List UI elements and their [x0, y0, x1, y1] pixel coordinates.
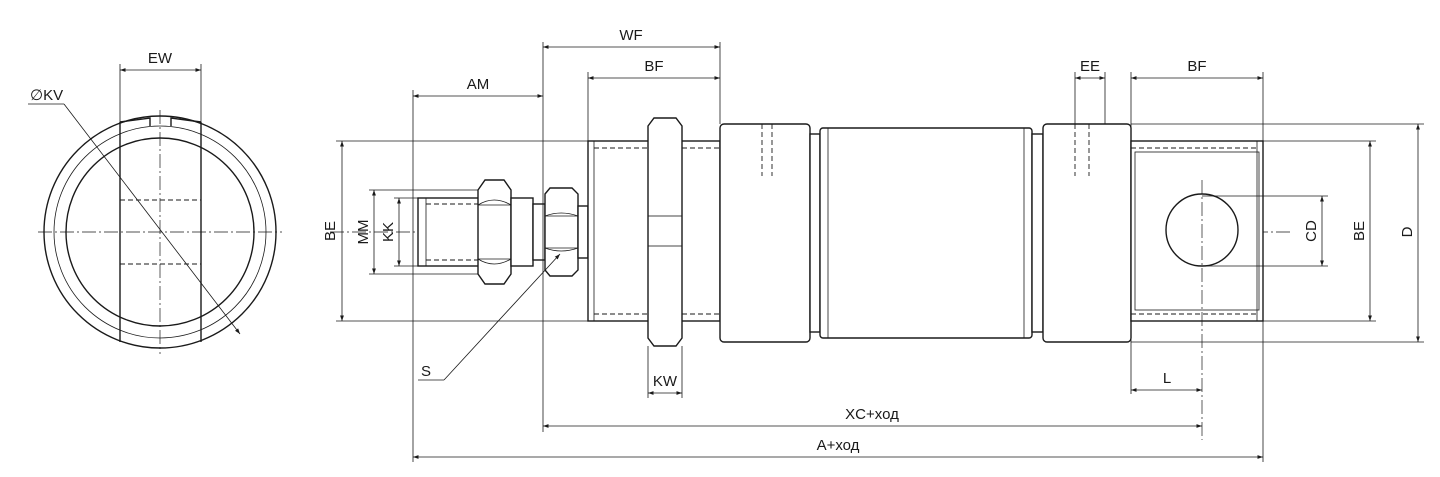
s-label: S [421, 363, 431, 380]
kw-label: KW [653, 373, 678, 390]
be-left-label: BE [322, 221, 339, 241]
mounting-nut [647, 117, 683, 347]
mm-label: MM [355, 220, 372, 245]
kv-label: ∅KV [30, 87, 63, 104]
rod-bearing [577, 205, 589, 259]
kk-label: KK [380, 222, 397, 242]
cd-label: CD [1303, 220, 1320, 242]
end-view-notch [119, 117, 202, 126]
l-label: L [1163, 370, 1171, 387]
rod-thread [417, 197, 481, 267]
barrel-crimp-rear [1031, 133, 1044, 333]
ee-label: EE [1080, 58, 1100, 75]
front-end-cap [719, 123, 811, 343]
kv-leader-line [63, 103, 241, 335]
piston-rod [510, 197, 534, 267]
mounting-nut-flat [647, 215, 683, 247]
end-view: EW ∅KV [28, 50, 282, 354]
wf-label: WF [619, 27, 642, 44]
dimensions: WF BF AM EE BF BE MM KK [322, 27, 1424, 462]
rod-hex-nut [477, 179, 512, 285]
rod-wrench-flats-chamfer [544, 212, 579, 252]
barrel-crimp-front [809, 133, 821, 333]
rear-end-cap [1042, 123, 1132, 343]
side-view [330, 117, 1290, 440]
bf-rear-label: BF [1187, 58, 1206, 75]
rod-hex-nut-chamfer [477, 199, 512, 265]
rear-clevis-slot [1134, 151, 1260, 311]
ew-label: EW [148, 50, 173, 67]
rod-wrench-flats [544, 187, 579, 277]
rear-threaded-clevis [1130, 140, 1264, 322]
a-label: A+ход [817, 437, 860, 454]
s-leader-line [443, 253, 561, 381]
cylinder-barrel [819, 127, 1033, 339]
d-label: D [1399, 226, 1416, 237]
xc-label: XC+ход [845, 406, 899, 423]
am-label: AM [467, 76, 490, 93]
bf-front-label: BF [644, 58, 663, 75]
be-right-label: BE [1351, 221, 1368, 241]
